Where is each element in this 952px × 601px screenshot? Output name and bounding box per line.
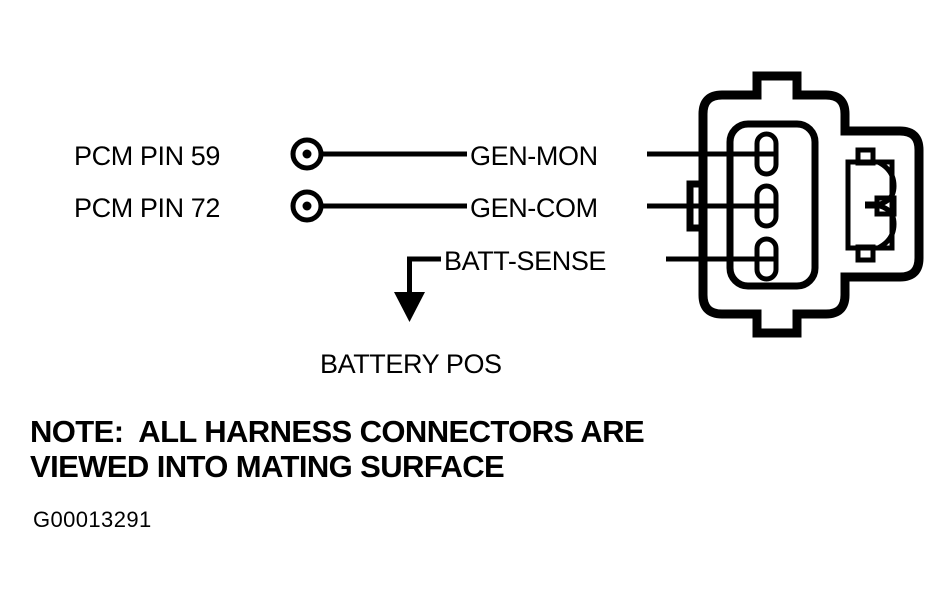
signal-label-gen-mon: GEN-MON (470, 141, 598, 171)
wire-batt-sense-elbow (407, 256, 441, 296)
connector-cavity-1 (754, 131, 779, 177)
circuit-row-gen-mon (290, 137, 775, 171)
connector-left-notch (686, 180, 703, 232)
circle-terminal-icon (290, 137, 324, 171)
circle-terminal-icon (290, 189, 324, 223)
figure-id-label: G00013291 (33, 507, 152, 532)
connector-outer-shell (698, 71, 924, 338)
connector-cavity-3 (754, 236, 779, 282)
pin-label-59: PCM PIN 59 (74, 141, 220, 171)
note-line-2: VIEWED INTO MATING SURFACE (30, 449, 504, 484)
arrow-down-icon (394, 292, 425, 322)
connector-cavity-2 (754, 183, 779, 229)
connector-inner-cavity (726, 120, 819, 290)
destination-label-battery-pos: BATTERY POS (320, 349, 502, 379)
note-line-1: NOTE: ALL HARNESS CONNECTORS ARE (30, 414, 644, 449)
pin-label-72: PCM PIN 72 (74, 193, 220, 223)
generator-harness-connector (686, 71, 924, 338)
signal-label-gen-com: GEN-COM (470, 193, 598, 223)
connector-latch-icon (845, 147, 897, 263)
circuit-row-gen-com (290, 189, 775, 223)
signal-label-batt-sense: BATT-SENSE (444, 246, 606, 276)
